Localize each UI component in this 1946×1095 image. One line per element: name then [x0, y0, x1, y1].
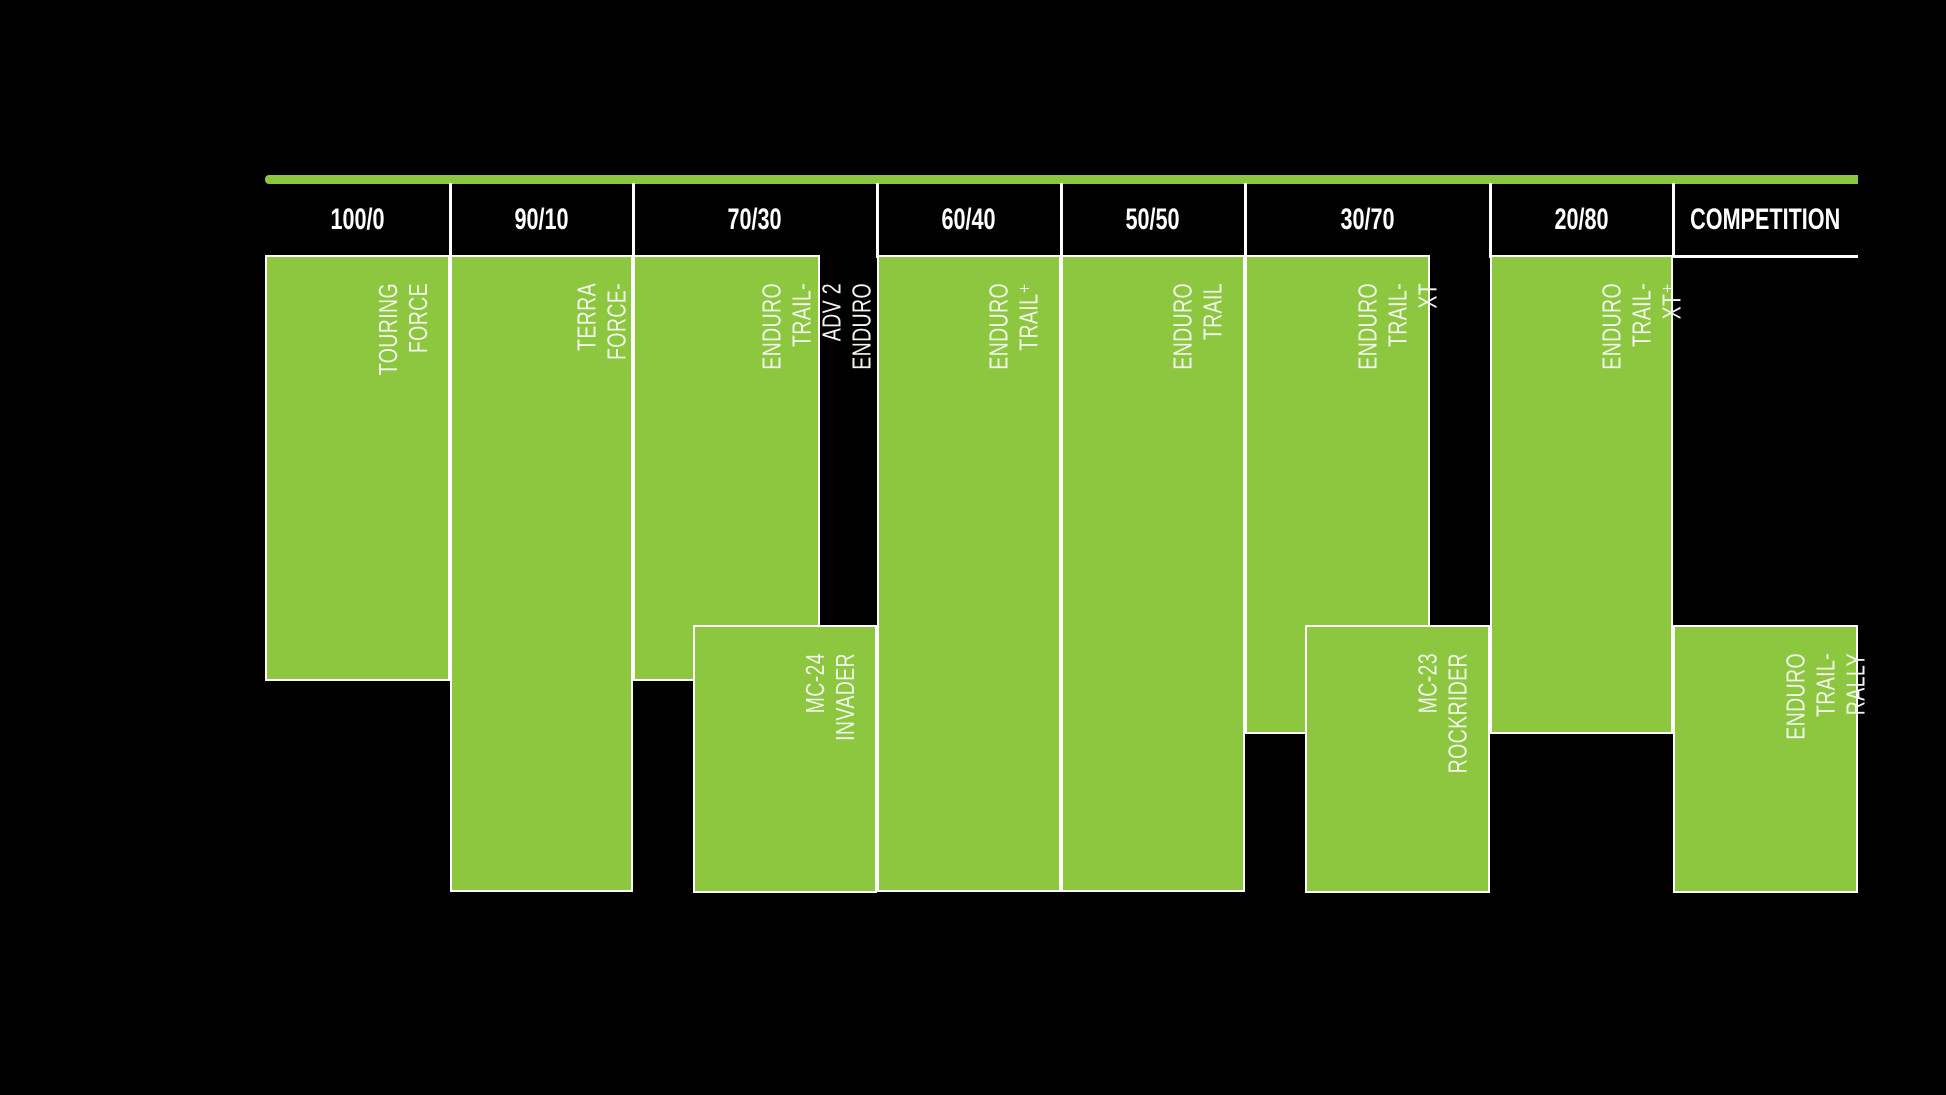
ratio-header-2: 70/30	[633, 184, 877, 255]
product-label: ENDURO TRAIL⁺	[984, 283, 1044, 370]
ratio-header-label: 20/80	[1554, 202, 1609, 236]
ratio-header-label: 50/50	[1125, 202, 1181, 236]
ratio-header-label: 100/0	[330, 202, 385, 236]
ratio-header-0: 100/0	[265, 184, 450, 255]
ratio-header-label: 60/40	[941, 202, 997, 236]
product-block-enduro-trail-plus: ENDURO TRAIL⁺	[877, 255, 1061, 892]
column-separator	[1060, 183, 1063, 258]
ratio-header-5: 30/70	[1245, 184, 1490, 255]
competition-top-border	[1673, 255, 1858, 258]
product-block-terra-force-r-enduro-trail-sp: TERRA FORCE-R ENDURO TRAIL-SP	[450, 255, 752, 892]
ratio-header-label: 90/10	[514, 202, 569, 236]
product-block-enduro-trail: ENDURO TRAIL	[1061, 255, 1245, 892]
column-separator	[449, 183, 452, 258]
product-label: MC-24 INVADER	[800, 652, 860, 741]
product-block-mc-24-invader: MC-24 INVADER	[693, 625, 877, 893]
product-block-mc-23-rockrider: MC-23 ROCKRIDER	[1305, 625, 1490, 893]
column-separator	[1489, 183, 1492, 258]
ratio-header-label: 70/30	[727, 202, 783, 236]
ratio-header-7: COMPETITION	[1673, 184, 1858, 255]
ratio-header-label: COMPETITION	[1690, 202, 1841, 236]
ratio-header-3: 60/40	[877, 184, 1061, 255]
ratio-header-1: 90/10	[450, 184, 633, 255]
column-separator	[1672, 183, 1675, 258]
product-label: ENDURO TRAIL-RALLY	[1780, 653, 1871, 740]
product-label: ENDURO TRAIL-XT⁺	[1596, 283, 1687, 370]
ratio-header-4: 50/50	[1061, 184, 1245, 255]
product-label: TOURING FORCE	[372, 283, 433, 376]
product-block-touring-force: TOURING FORCE	[265, 255, 450, 681]
column-separator	[632, 183, 635, 258]
column-separator	[1244, 183, 1247, 258]
ratio-header-label: 30/70	[1340, 202, 1395, 236]
product-label: ENDURO TRAIL	[1168, 283, 1228, 370]
ratio-axis-bar	[265, 175, 1858, 184]
product-block-enduro-trail-adv: ENDURO TRAIL-ADV 2 ENDURO TRAIL-ADV*	[633, 255, 937, 681]
product-block-enduro-trail-xt-plus: ENDURO TRAIL-XT⁺	[1490, 255, 1687, 734]
ratio-header-6: 20/80	[1490, 184, 1673, 255]
product-label: MC-23 ROCKRIDER	[1412, 652, 1473, 774]
product-block-enduro-trail-rally: ENDURO TRAIL-RALLY	[1673, 625, 1871, 893]
column-separator	[876, 183, 879, 258]
product-label: ENDURO TRAIL-XT	[1352, 283, 1443, 370]
